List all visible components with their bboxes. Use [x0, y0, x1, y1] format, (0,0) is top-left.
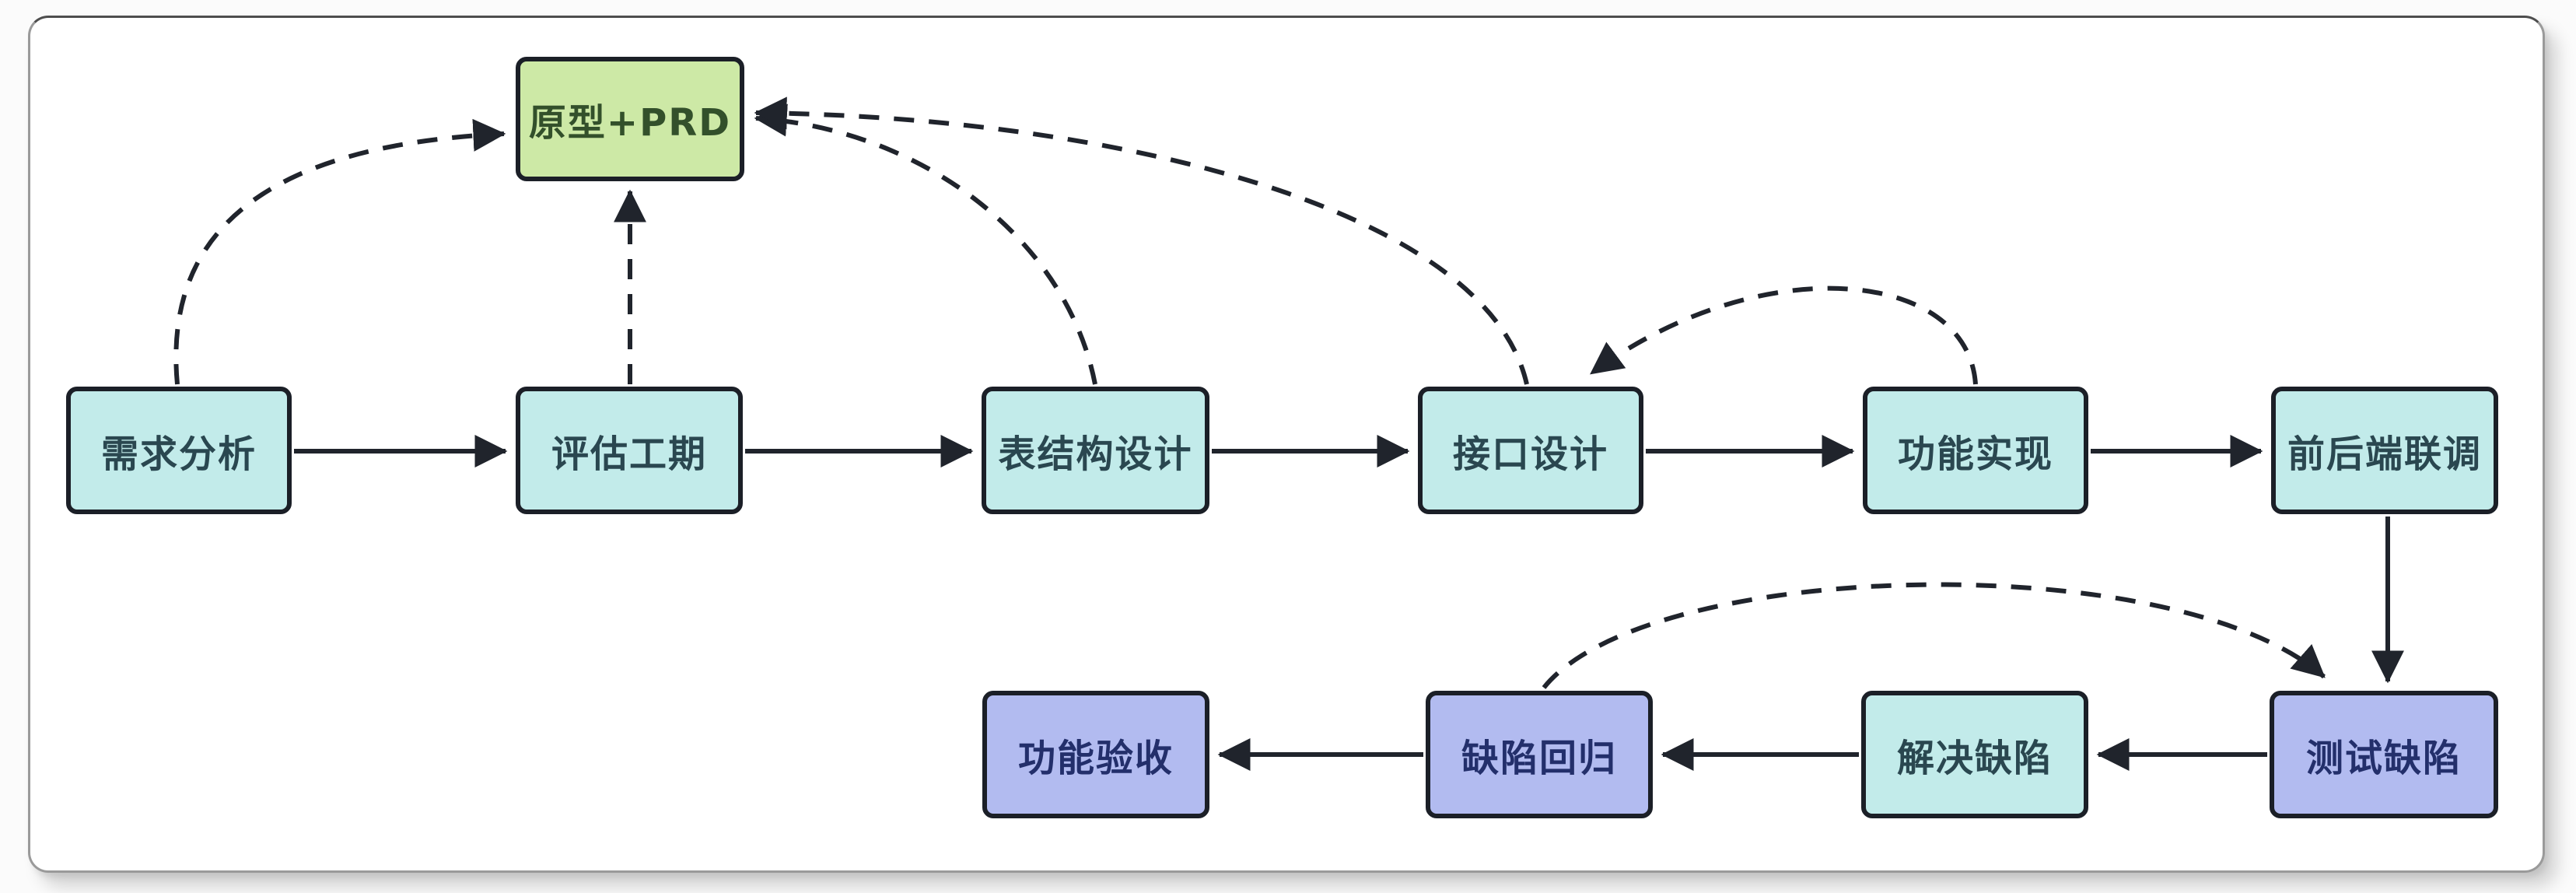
flow-node-label: 评估工期	[551, 432, 707, 476]
flow-node-label: 测试缺陷	[2305, 737, 2462, 780]
flow-node-label: 表结构设计	[998, 432, 1193, 476]
flow-node-label: 接口设计	[1452, 432, 1608, 476]
flow-node-schema[interactable]: 表结构设计	[982, 387, 1209, 514]
flow-node-accept[interactable]: 功能验收	[982, 691, 1209, 818]
flow-node-regress[interactable]: 缺陷回归	[1426, 691, 1653, 818]
flow-node-label: 解决缺陷	[1896, 737, 2053, 780]
flow-node-joint[interactable]: 前后端联调	[2271, 387, 2498, 514]
flowchart-canvas	[28, 16, 2545, 873]
flow-node-api[interactable]: 接口设计	[1418, 387, 1643, 514]
flow-node-prd[interactable]: 原型+PRD	[516, 57, 744, 181]
flow-node-resolve[interactable]: 解决缺陷	[1861, 691, 2088, 818]
flow-node-label: 功能实现	[1897, 432, 2053, 476]
flow-node-impl[interactable]: 功能实现	[1863, 387, 2088, 514]
flow-node-test[interactable]: 测试缺陷	[2270, 691, 2498, 818]
flow-node-label: 缺陷回归	[1461, 737, 1617, 780]
flow-node-req[interactable]: 需求分析	[66, 387, 292, 514]
flow-node-estimate[interactable]: 评估工期	[516, 387, 743, 514]
flow-node-label: 前后端联调	[2287, 432, 2482, 476]
flow-node-label: 原型+PRD	[528, 101, 732, 145]
flow-node-label: 需求分析	[100, 432, 257, 476]
flow-node-label: 功能验收	[1017, 737, 1174, 780]
